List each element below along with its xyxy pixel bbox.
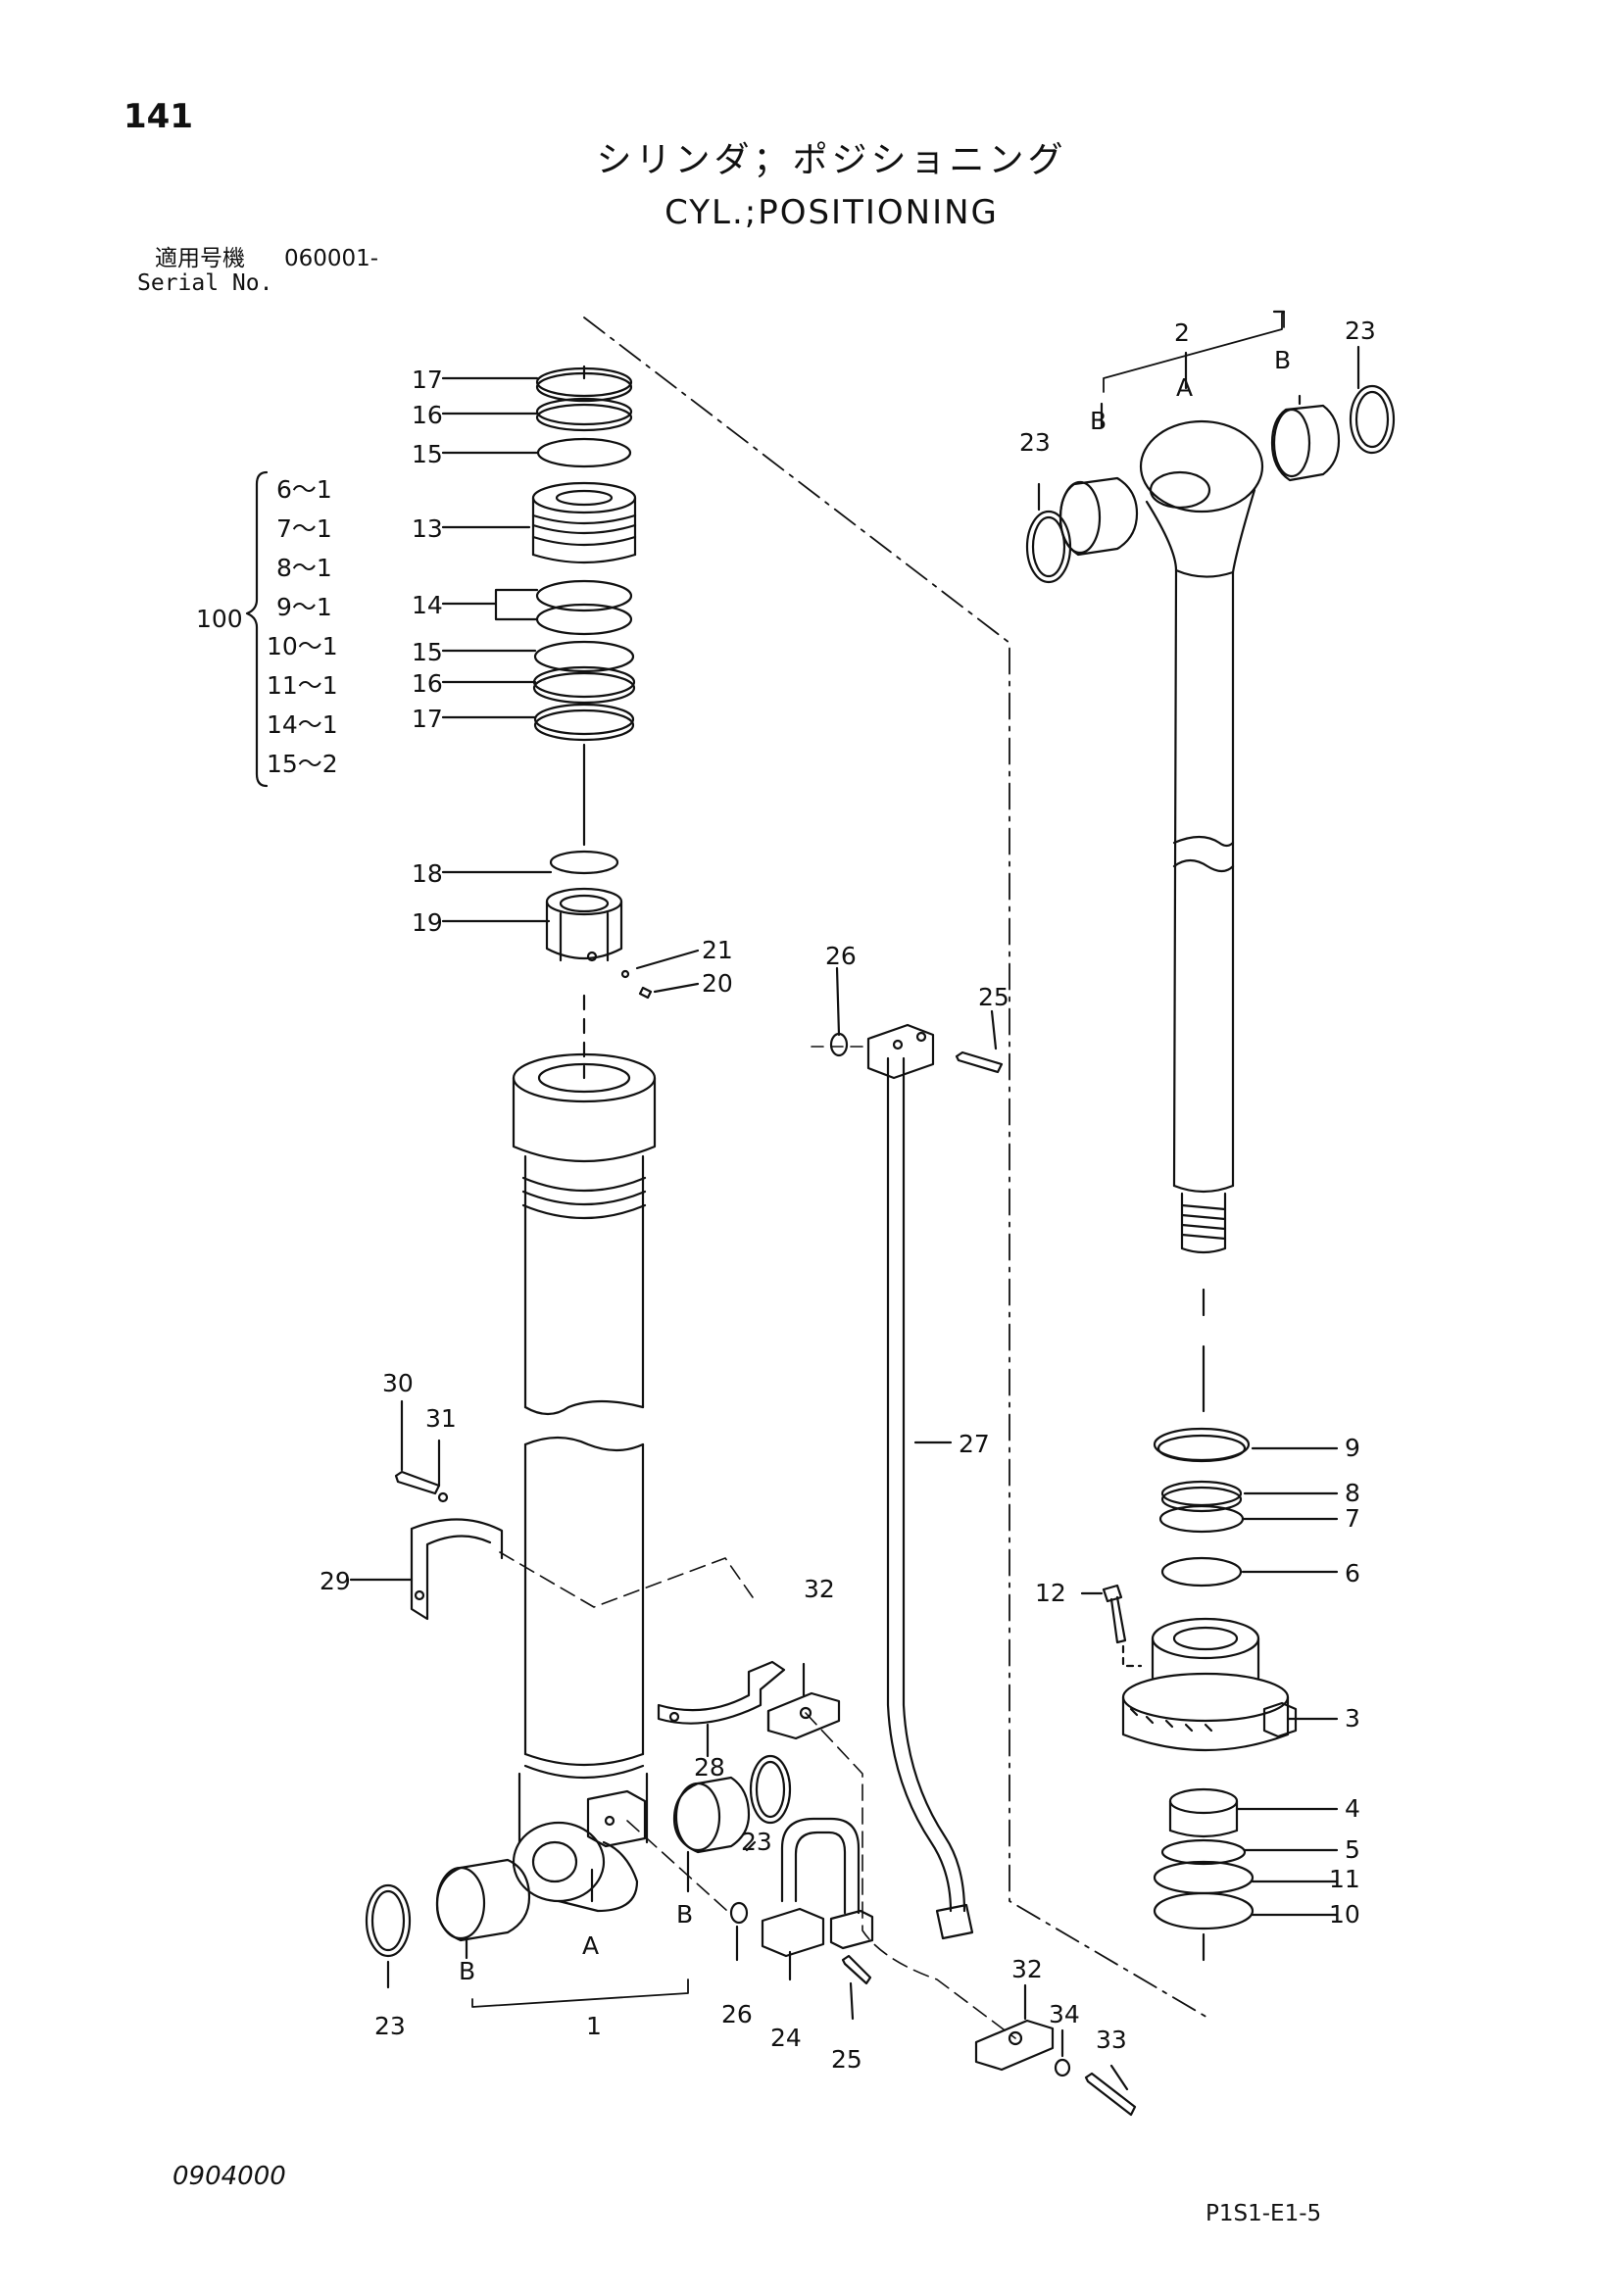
callout-28: 28 [694,1753,725,1782]
callout-A-top: A [1176,373,1193,402]
bush-32-lower [974,2019,1055,2072]
callout-26-bottom: 26 [721,2000,753,2028]
callout-18: 18 [412,859,443,888]
page-code: P1S1-E1-5 [1206,2201,1322,2226]
callout-6: 6 [1345,1559,1360,1588]
kit-item: 7～1 [276,514,332,543]
ring-4 [1168,1787,1239,1815]
kit-item: 6～1 [276,475,332,504]
clamp-29 [410,1518,504,1621]
seal-23-left [365,1883,412,1958]
ring-18 [549,850,619,875]
callout-31: 31 [425,1404,457,1433]
nut-19 [545,887,623,962]
kit-item: 15～2 [267,750,338,778]
callout-23-mid: 23 [741,1828,772,1856]
callout-16-top: 16 [412,401,443,429]
kit-legend: 100 6～1 7～1 8～1 9～1 10～1 11～1 14～1 15～2 [196,475,338,778]
callout-25-bottom: 25 [831,2045,862,2074]
seal-23-rod-right [1349,384,1396,455]
bushing-rod-right [1270,404,1341,482]
ring-10 [1153,1891,1255,1930]
callout-10: 10 [1329,1900,1360,1929]
callout-19: 19 [412,908,443,937]
seal-stack-upper [531,366,637,742]
serial-label-japanese: 適用号機 [155,246,245,271]
callout-21: 21 [702,936,733,964]
callout-8: 8 [1345,1479,1360,1507]
pipe-27 [886,1056,974,1940]
seal-8 [1160,1480,1243,1507]
callout-30: 30 [382,1369,414,1397]
callout-20: 20 [702,969,733,998]
callout-A-bottom: A [582,1931,599,1960]
callout-3: 3 [1345,1704,1360,1733]
callout-23-top-left: 23 [1019,428,1051,457]
kit-item: 11～1 [267,671,338,700]
seal-23-rod-left [1025,510,1072,584]
page-title-japanese: シリンダ；ポジショニング [596,140,1067,180]
callout-13: 13 [412,514,443,543]
callout-9: 9 [1345,1434,1360,1462]
callout-B-bottom-left: B [459,1957,475,1985]
callout-17: 17 [412,705,443,733]
bush-32-upper [766,1691,841,1740]
callout-16: 16 [412,669,443,698]
callout-labels: 17 16 15 13 14 15 16 17 18 19 21 20 26 2… [320,317,1376,2074]
callout-26-top: 26 [825,942,857,970]
callout-4: 4 [1345,1794,1360,1823]
piston-3 [1121,1617,1298,1752]
seal-6 [1160,1556,1243,1588]
callout-B-top-right: B [1274,346,1291,374]
callout-B-top-left: B [1090,407,1107,435]
callout-23-top-right: 23 [1345,317,1376,345]
callout-24: 24 [770,2024,802,2052]
callout-15-top: 15 [412,440,443,468]
serial-label-english: Serial No. [137,270,273,296]
callout-25-top: 25 [978,983,1009,1011]
bushing-right [672,1776,751,1854]
serial-value: 060001- [284,246,379,271]
callout-11: 11 [1329,1865,1360,1893]
kit-number: 100 [196,605,243,633]
kit-item: 14～1 [267,710,338,739]
callout-7: 7 [1345,1504,1360,1533]
callout-23-bottom: 23 [374,2012,406,2040]
callout-12: 12 [1035,1579,1066,1607]
callout-5: 5 [1345,1835,1360,1864]
callout-33: 33 [1096,2026,1127,2054]
callout-29: 29 [320,1567,351,1595]
page-number: 141 [123,97,193,136]
seal-23-right [749,1754,792,1825]
kit-item: 9～1 [276,593,332,621]
seal-9 [1153,1427,1251,1462]
ring-5 [1160,1838,1247,1866]
fitting-block-top [866,1023,935,1080]
callout-B-bottom-right: B [676,1900,693,1929]
callout-27: 27 [959,1430,990,1458]
ring-11 [1153,1860,1255,1895]
page-title-english: CYL.;POSITIONING [664,193,999,232]
document-code: 0904000 [172,2162,286,2191]
callout-15: 15 [412,638,443,666]
kit-brace [245,470,269,788]
callout-1: 1 [586,2012,602,2040]
callout-32-upper: 32 [804,1575,835,1603]
cylinder-tube [512,1052,657,1913]
clamp-28 [657,1660,786,1725]
kit-item: 10～1 [267,632,338,660]
callout-2: 2 [1174,318,1190,347]
kit-item: 8～1 [276,554,332,582]
callout-14: 14 [412,591,443,619]
callout-34: 34 [1049,2000,1080,2028]
callout-17-top: 17 [412,366,443,394]
pipe-24 [761,1817,874,1958]
callout-32-lower: 32 [1011,1955,1043,1983]
rod-assembly [1139,419,1264,1254]
